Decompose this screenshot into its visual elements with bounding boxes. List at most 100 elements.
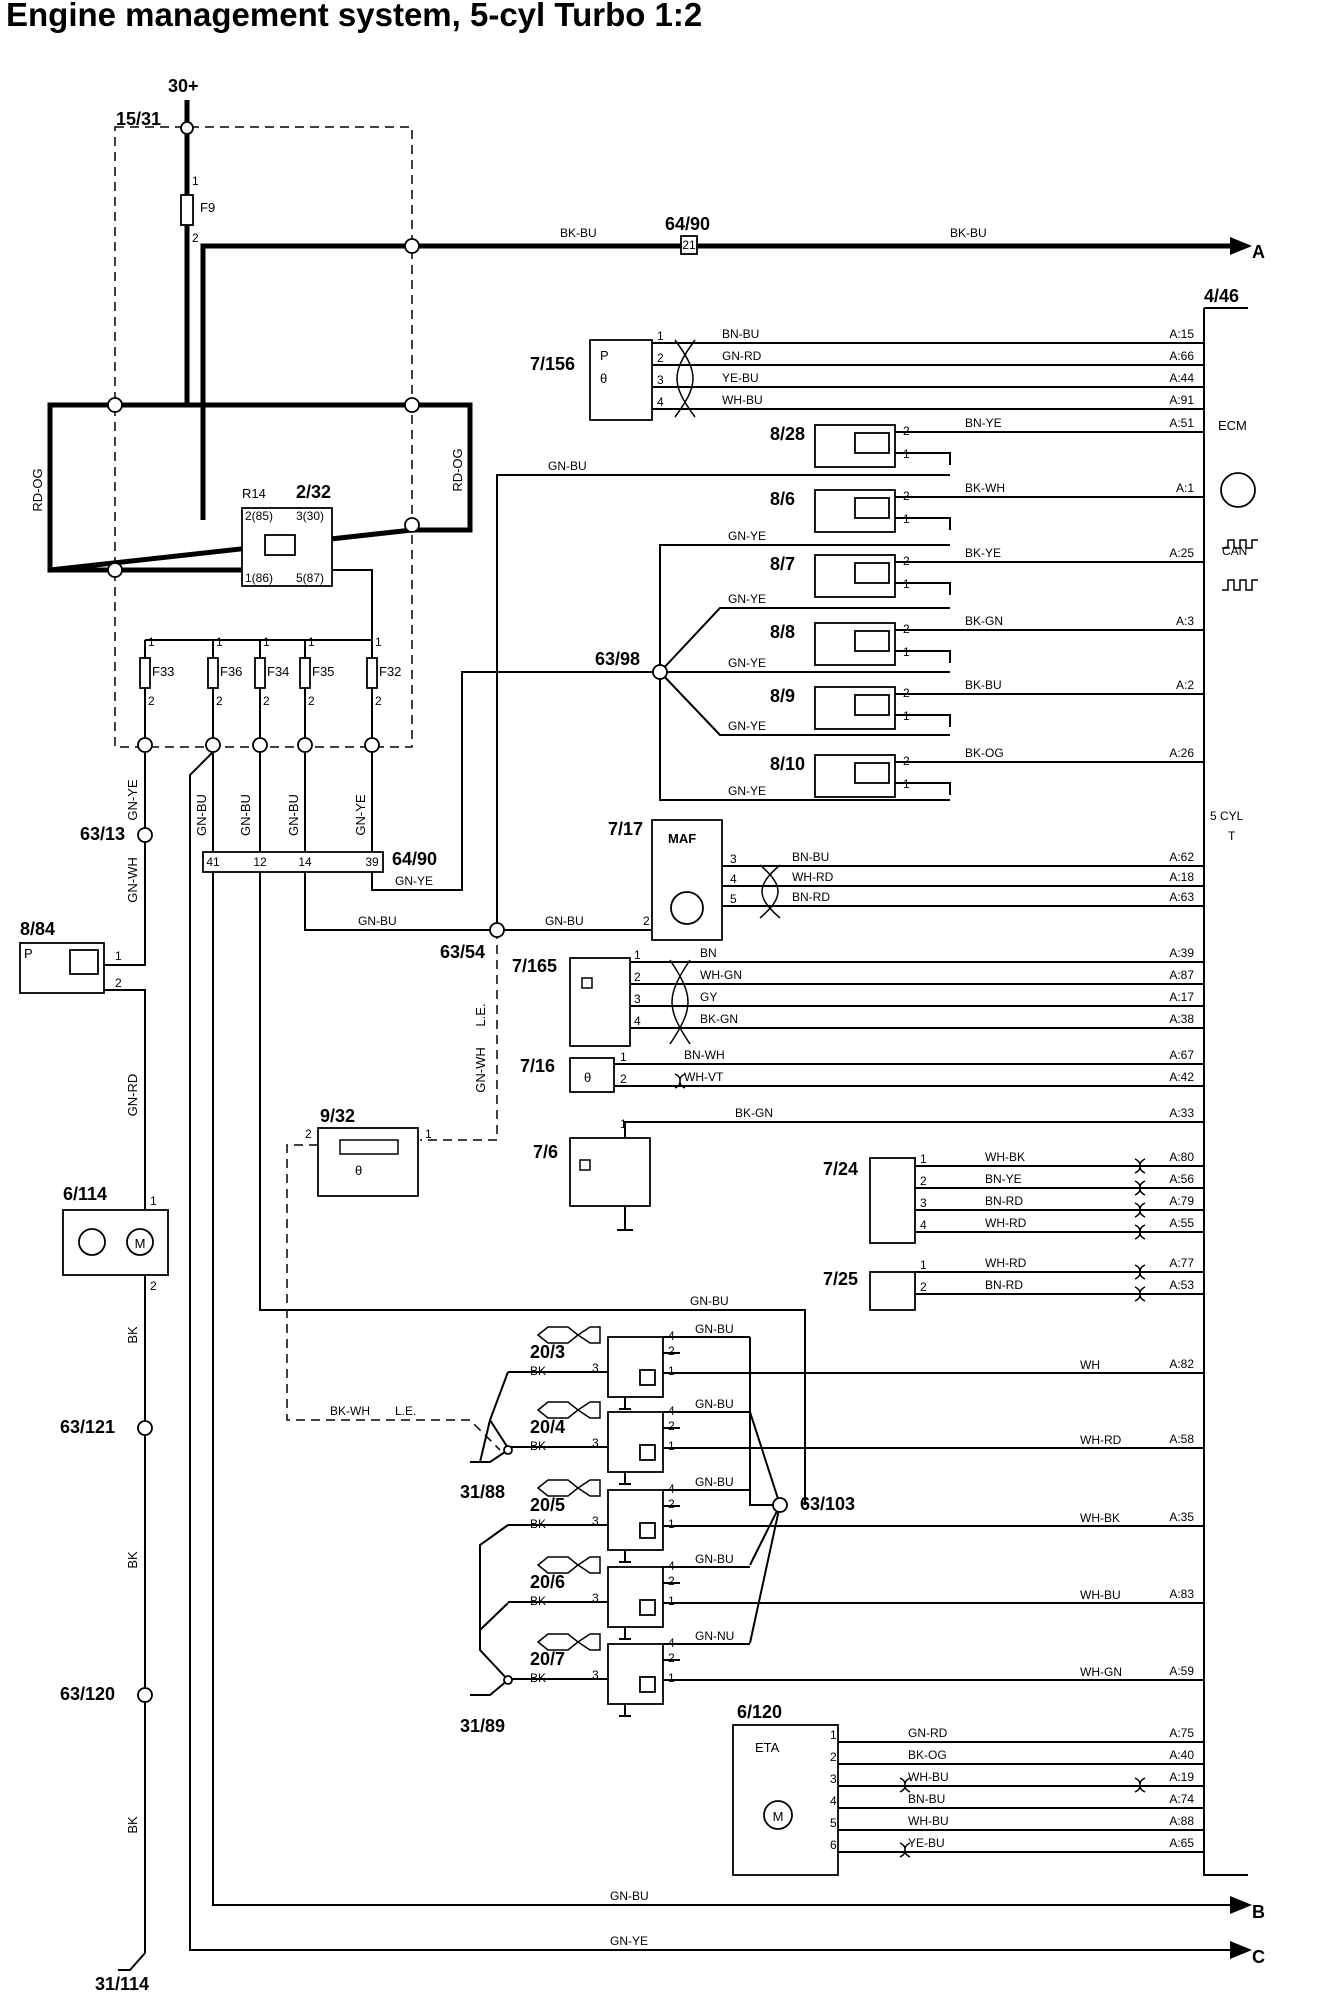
fuse-F34 [254, 657, 266, 689]
solenoid-icon [854, 630, 890, 652]
can-waveform-icon [1222, 539, 1258, 591]
spark-plug-icon [536, 1633, 601, 1651]
ecm-pin-label: A:82 [1169, 1357, 1194, 1371]
wire-color-label: WH-GN [1080, 1665, 1122, 1679]
pin: 4 [668, 1482, 675, 1496]
ecm-pin-label: A:15 [1169, 327, 1194, 341]
pin: 2 [150, 1279, 157, 1293]
wire-color-label: GN-YE [728, 529, 766, 543]
wire-color-label: WH-RD [985, 1256, 1027, 1270]
wire-color-label: GN-BU [695, 1552, 734, 1566]
twisted-pair-icon [1134, 1264, 1146, 1280]
wire-color-label: BN-YE [985, 1172, 1022, 1186]
fuse-label: F35 [312, 664, 334, 679]
pin: 1 [920, 1258, 927, 1272]
wire-color-label: WH-BK [1080, 1511, 1120, 1525]
wire-color-label: GN-YE [125, 779, 140, 821]
pin: 2 [643, 914, 650, 928]
sensor-7-16 [569, 1057, 615, 1093]
ecm-pin-label: A:83 [1169, 1587, 1194, 1601]
wire-color-label: GN-YE [728, 719, 766, 733]
wire-color-label: GN-YE [353, 794, 368, 836]
solenoid-icon [854, 694, 890, 716]
solenoid-icon [854, 562, 890, 584]
twisted-pair-icon [759, 864, 781, 919]
sensor-7-6 [569, 1137, 651, 1207]
wire-gnye-810 [659, 672, 950, 801]
relay-r14-label: R14 [242, 486, 266, 501]
fuse-output-node [364, 737, 380, 753]
ground-icon [619, 1550, 631, 1563]
pin: 2 [216, 694, 223, 708]
relay-pin: 1(86) [245, 571, 273, 585]
ecm-pin-label: A:42 [1169, 1070, 1194, 1084]
pin: 2 [668, 1574, 675, 1588]
ground-bus [479, 1524, 509, 1681]
wire-gnye-87 [659, 607, 950, 673]
coil-driver-icon [639, 1599, 656, 1616]
twisted-pair-icon [899, 1842, 911, 1858]
coil-driver-icon [639, 1676, 656, 1693]
ecm-pin-label: A:67 [1169, 1048, 1194, 1062]
coil-gnd-label: BK [530, 1364, 546, 1378]
pump-icon [78, 1228, 106, 1256]
wire-color-label: WH-BU [722, 393, 763, 407]
ground-icon [619, 1704, 631, 1717]
motor-label: M [773, 1809, 784, 1824]
transistor-icon [1220, 472, 1256, 508]
wire [470, 1449, 509, 1463]
twisted-pair-icon [1134, 1286, 1146, 1302]
pin: 4 [830, 1794, 837, 1808]
sensor-theta: θ [584, 1070, 591, 1085]
pin: 2 [668, 1419, 675, 1433]
coil-20-4 [607, 1411, 664, 1473]
output-A-label: A [1252, 242, 1265, 262]
relay-pin: 2(85) [245, 509, 273, 523]
fusebox-node [404, 238, 420, 254]
wire-color-label: GN-BU [358, 914, 397, 928]
injector-label: 8/10 [770, 754, 805, 774]
pin: 2 [192, 231, 199, 245]
spark-plug-icon [536, 1401, 601, 1419]
pin: 2 [115, 976, 122, 990]
ecm-pin-label: A:3 [1176, 614, 1194, 628]
pin: 2 [148, 694, 155, 708]
pin: 2 [903, 424, 910, 438]
resistor-icon [339, 1139, 399, 1155]
wire-color-label: BN-WH [684, 1048, 725, 1062]
wire-color-label: L.E. [473, 1003, 488, 1026]
connector-pin: 39 [365, 855, 379, 869]
sensor-7-165 [569, 957, 631, 1047]
ecm-pin-label: A:26 [1169, 746, 1194, 760]
wire-gnbu-coils [259, 872, 806, 1505]
pin: 4 [657, 395, 664, 409]
wire-color-label: WH-BU [908, 1770, 949, 1784]
pin: 4 [730, 872, 737, 886]
ecm-pin-label: A:59 [1169, 1664, 1194, 1678]
connector-pin: 21 [682, 238, 696, 252]
relay-power-loop [47, 405, 241, 573]
output-B-label: B [1252, 1902, 1265, 1922]
sensor-theta: θ [600, 371, 607, 386]
output-C-label: C [1252, 1947, 1265, 1967]
fuse-output-node [205, 737, 221, 753]
splice-6313 [137, 827, 153, 843]
splice-63103-label: 63/103 [800, 1494, 855, 1514]
ground-3188-label: 31/88 [460, 1482, 505, 1502]
ecm-pin-label: A:62 [1169, 850, 1194, 864]
ecm-pin-label: A:18 [1169, 870, 1194, 884]
wire-color-label: GN-WH [125, 857, 140, 903]
coil-20-6 [607, 1566, 664, 1628]
pin: 1 [668, 1364, 675, 1378]
coil-label: 20/7 [530, 1649, 565, 1669]
pin: 4 [668, 1559, 675, 1573]
connector-6490-pin [680, 235, 698, 255]
pin: 1 [668, 1671, 675, 1685]
fuse-output-node [137, 737, 153, 753]
fusebox-code: 15/31 [116, 109, 161, 129]
wire-color-label: GN-NU [695, 1629, 734, 1643]
wire-color-label: BN-BU [908, 1792, 945, 1806]
ecm-pin-label: A:91 [1169, 393, 1194, 407]
pin: 1 [115, 949, 122, 963]
wire-color-label: GN-BU [695, 1475, 734, 1489]
